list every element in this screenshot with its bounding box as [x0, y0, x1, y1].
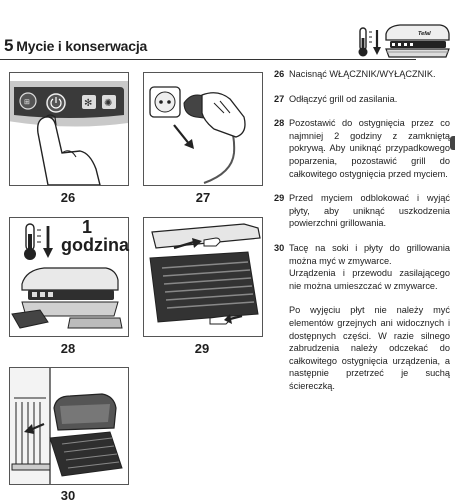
step-30: 30 Tacę na soki i płyty do grillowania m…: [274, 242, 450, 292]
step-text: Przed myciem odblokować i wyjąć płyty, a…: [289, 193, 450, 229]
step-number: 26: [274, 69, 285, 79]
control-panel-illustration: ⊞ ✻ ✺: [10, 81, 128, 185]
cooling-illustration: [11, 223, 123, 329]
figure-27: [143, 72, 263, 186]
step-number: [274, 304, 289, 392]
figure-28-caption: 28: [60, 341, 76, 356]
figure-30-caption: 30: [60, 488, 76, 503]
step-text: Pozostawić do ostygnięcia przez co najmn…: [289, 118, 450, 179]
step-26: 26 Nacisnąć WŁĄCZNIK/WYŁĄCZNIK.: [274, 68, 450, 81]
dishwasher-illustration: [10, 368, 123, 484]
step-number: 30: [274, 242, 285, 253]
header-rule: [0, 59, 416, 60]
step-text: Po wyjęciu płyt nie należy myć elementów…: [289, 305, 450, 391]
section-number: 5: [4, 36, 14, 55]
figure-30: [9, 367, 129, 485]
step-text: Urządzenia i przewodu zasilającego nie m…: [289, 268, 450, 291]
step-30-note: Po wyjęciu płyt nie należy myć elementów…: [274, 304, 450, 392]
step-number: 29: [274, 193, 285, 204]
figure-29-caption: 29: [194, 341, 210, 356]
figure-27-caption: 27: [195, 190, 211, 205]
section-title: Mycie i konserwacja: [16, 38, 148, 54]
svg-text:✻: ✻: [84, 98, 92, 109]
page-edge-tab: [450, 136, 455, 150]
figure-28: [9, 217, 129, 337]
remove-plates-illustration: [149, 223, 261, 325]
step-28: 28 Pozostawić do ostygnięcia przez co na…: [274, 117, 450, 180]
svg-text:✺: ✺: [104, 98, 112, 109]
step-text: Odłączyć grill od zasilania.: [289, 93, 398, 104]
cooling-grill-icon: [358, 24, 450, 58]
unplug-illustration: [149, 86, 246, 184]
figure-26: ⊞ ✻ ✺: [9, 72, 129, 186]
grill-icon: [385, 24, 450, 58]
figure-26-caption: 26: [60, 190, 76, 205]
step-text: Tacę na soki i płyty do grillowania możn…: [289, 242, 450, 266]
grill-brand-label: Tefal: [418, 31, 431, 37]
figure-28-duration-number: 1: [82, 217, 93, 237]
figure-28-duration-unit: godzina: [61, 235, 129, 255]
step-text: Nacisnąć WŁĄCZNIK/WYŁĄCZNIK.: [289, 69, 436, 79]
step-number: 27: [274, 93, 285, 104]
figure-29: [143, 217, 263, 337]
step-29: 29 Przed myciem odblokować i wyjąć płyty…: [274, 192, 450, 230]
step-number: 28: [274, 118, 285, 129]
step-27: 27 Odłączyć grill od zasilania.: [274, 93, 450, 106]
thermometer-icon: [24, 223, 53, 260]
thermometer-icon: [358, 27, 381, 57]
steps-list: 26 Nacisnąć WŁĄCZNIK/WYŁĄCZNIK. 27 Odłąc…: [274, 68, 450, 404]
svg-text:⊞: ⊞: [24, 99, 30, 106]
